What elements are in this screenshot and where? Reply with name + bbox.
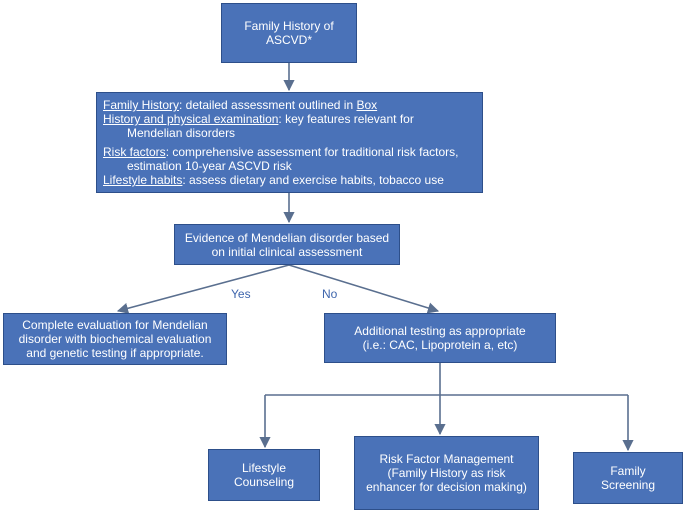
lifestyle-label: Lifestyle habits	[103, 173, 183, 187]
family-history-label: Family History	[103, 98, 180, 112]
assessment-risk-cont: estimation 10-year ASCVD risk	[127, 159, 292, 173]
assessment-exam-cont: Mendelian disorders	[127, 126, 236, 140]
exam-label: History and physical examination	[103, 112, 279, 126]
initial-assessment-box: Family History: detailed assessment outl…	[96, 92, 483, 193]
assessment-lifestyle: Lifestyle habits: assess dietary and exe…	[103, 173, 444, 187]
family-history-ascvd-box: Family History of ASCVD*	[221, 3, 357, 63]
box-link[interactable]: Box	[356, 98, 378, 112]
no-label: No	[322, 287, 338, 301]
assessment-risk: Risk factors: comprehensive assessment f…	[103, 145, 459, 159]
assessment-exam: History and physical examination: key fe…	[103, 112, 414, 126]
evidence-box: Evidence of Mendelian disorder based on …	[174, 224, 400, 265]
complete-evaluation-box: Complete evaluation for Mendelian disord…	[3, 313, 227, 365]
risk-factor-management-box: Risk Factor Management (Family History a…	[354, 436, 539, 510]
arrow-yes	[116, 264, 290, 314]
start-line-2: ASCVD*	[265, 33, 312, 47]
start-line-1: Family History of	[244, 19, 334, 33]
yes-label: Yes	[231, 287, 251, 301]
family-screening-box: Family Screening	[573, 452, 683, 504]
arrow-no	[288, 264, 440, 314]
lifestyle-counseling-box: Lifestyle Counseling	[208, 449, 320, 501]
assessment-family-history: Family History: detailed assessment outl…	[103, 98, 378, 112]
risk-label: Risk factors	[103, 145, 166, 159]
additional-testing-box: Additional testing as appropriate (i.e.:…	[324, 313, 556, 363]
